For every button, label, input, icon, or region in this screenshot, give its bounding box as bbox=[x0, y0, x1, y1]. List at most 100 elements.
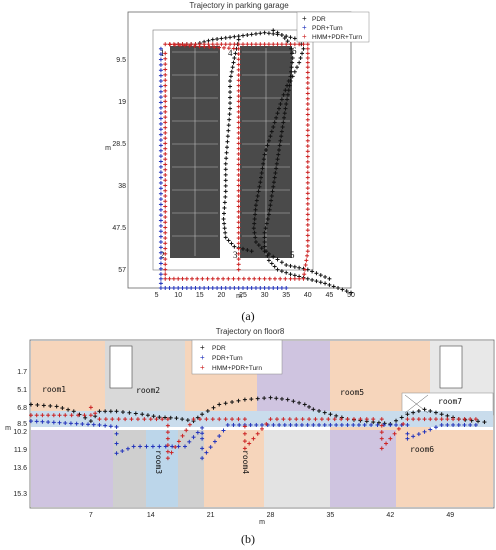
trajectory-point bbox=[264, 148, 269, 152]
trajectory-point bbox=[405, 412, 410, 417]
trajectory-point bbox=[158, 223, 163, 228]
trajectory-point bbox=[339, 417, 344, 422]
trajectory-point bbox=[163, 236, 168, 241]
trajectory-point bbox=[271, 31, 276, 36]
trajectory-point bbox=[158, 186, 163, 191]
trajectory-point bbox=[163, 204, 168, 209]
trajectory-point bbox=[273, 171, 278, 175]
trajectory-point bbox=[236, 73, 241, 78]
trajectory-point bbox=[305, 196, 310, 201]
room3-area bbox=[146, 430, 178, 507]
trajectory-point bbox=[145, 413, 150, 418]
trajectory-point bbox=[165, 449, 170, 454]
trajectory-point bbox=[236, 34, 241, 39]
trajectory-point bbox=[229, 241, 234, 246]
trajectory-point bbox=[456, 417, 461, 422]
trajectory-point bbox=[260, 426, 264, 431]
trajectory-point bbox=[127, 410, 132, 415]
trajectory-point bbox=[163, 286, 168, 290]
trajectory-point bbox=[163, 99, 168, 104]
trajectory-point bbox=[197, 286, 202, 290]
trajectory-point bbox=[120, 410, 125, 415]
trajectory-point bbox=[473, 422, 478, 427]
trajectory-point bbox=[158, 89, 163, 94]
trajectory-point bbox=[189, 286, 194, 290]
trajectory-point bbox=[388, 436, 393, 441]
trajectory-point bbox=[245, 42, 250, 47]
trajectory-point bbox=[231, 60, 236, 65]
trajectory-point bbox=[275, 157, 280, 162]
trajectory-point bbox=[163, 72, 168, 77]
trajectory-point bbox=[158, 180, 163, 185]
trajectory-point bbox=[236, 115, 241, 120]
trajectory-point bbox=[163, 415, 168, 420]
chart-a-ylabel: m bbox=[105, 145, 111, 152]
trajectory-point bbox=[248, 422, 253, 427]
trajectory-point bbox=[285, 397, 290, 402]
x-tick-label: 7 bbox=[89, 512, 93, 519]
trajectory-point bbox=[289, 65, 294, 70]
trajectory-point bbox=[158, 250, 163, 255]
trajectory-point bbox=[114, 409, 119, 414]
trajectory-point bbox=[482, 420, 487, 425]
trajectory-point bbox=[163, 262, 168, 267]
trajectory-point bbox=[206, 286, 211, 290]
trajectory-point bbox=[215, 42, 220, 47]
trajectory-point bbox=[187, 422, 192, 427]
trajectory-point bbox=[158, 52, 163, 57]
trajectory-point bbox=[236, 225, 241, 230]
trajectory-point bbox=[223, 42, 228, 47]
trajectory-point bbox=[236, 151, 241, 156]
trajectory-point bbox=[225, 139, 230, 144]
trajectory-point bbox=[200, 412, 205, 417]
trajectory-point bbox=[236, 120, 241, 125]
y-tick-label: 13.6 bbox=[13, 465, 27, 472]
trajectory-point bbox=[277, 106, 281, 111]
trajectory-point bbox=[46, 420, 51, 425]
trajectory-point bbox=[29, 419, 33, 424]
room-label: room4 bbox=[241, 450, 250, 474]
slot-label: 6 bbox=[292, 46, 297, 56]
trajectory-point bbox=[253, 207, 258, 212]
trajectory-point bbox=[236, 141, 241, 146]
trajectory-point bbox=[411, 417, 416, 422]
trajectory-point bbox=[298, 56, 303, 60]
trajectory-point bbox=[376, 420, 381, 425]
trajectory-point bbox=[103, 409, 108, 414]
trajectory-point bbox=[476, 419, 481, 424]
trajectory-point bbox=[236, 52, 241, 57]
trajectory-point bbox=[266, 258, 271, 263]
trajectory-point bbox=[180, 433, 185, 438]
y-tick-label: 11.9 bbox=[14, 447, 27, 454]
trajectory-point bbox=[210, 37, 215, 42]
trajectory-point bbox=[171, 276, 176, 281]
trajectory-point bbox=[236, 157, 241, 162]
trajectory-point bbox=[281, 92, 286, 97]
trajectory-point bbox=[236, 257, 241, 262]
purple-room-bottom-right bbox=[330, 430, 396, 507]
trajectory-point bbox=[187, 439, 192, 444]
trajectory-point bbox=[200, 431, 205, 436]
trajectory-point bbox=[241, 42, 245, 47]
trajectory-point bbox=[242, 424, 247, 429]
trajectory-point bbox=[311, 422, 316, 427]
trajectory-point bbox=[269, 261, 274, 266]
trajectory-point bbox=[267, 207, 272, 212]
trajectory-point bbox=[282, 422, 287, 427]
trajectory-point bbox=[252, 217, 257, 221]
trajectory-point bbox=[114, 424, 119, 429]
trajectory-point bbox=[265, 217, 270, 221]
trajectory-point bbox=[272, 120, 277, 125]
trajectory-point bbox=[158, 175, 163, 180]
trajectory-point bbox=[302, 267, 307, 272]
trajectory-point bbox=[375, 422, 380, 427]
legend-b-marker-hmm: + bbox=[200, 363, 205, 372]
trajectory-point bbox=[158, 191, 163, 196]
trajectory-point bbox=[163, 246, 168, 251]
trajectory-point bbox=[262, 230, 267, 235]
trajectory-point bbox=[163, 215, 168, 220]
trajectory-point bbox=[305, 70, 310, 75]
trajectory-point bbox=[379, 446, 384, 451]
trajectory-point bbox=[297, 60, 302, 65]
